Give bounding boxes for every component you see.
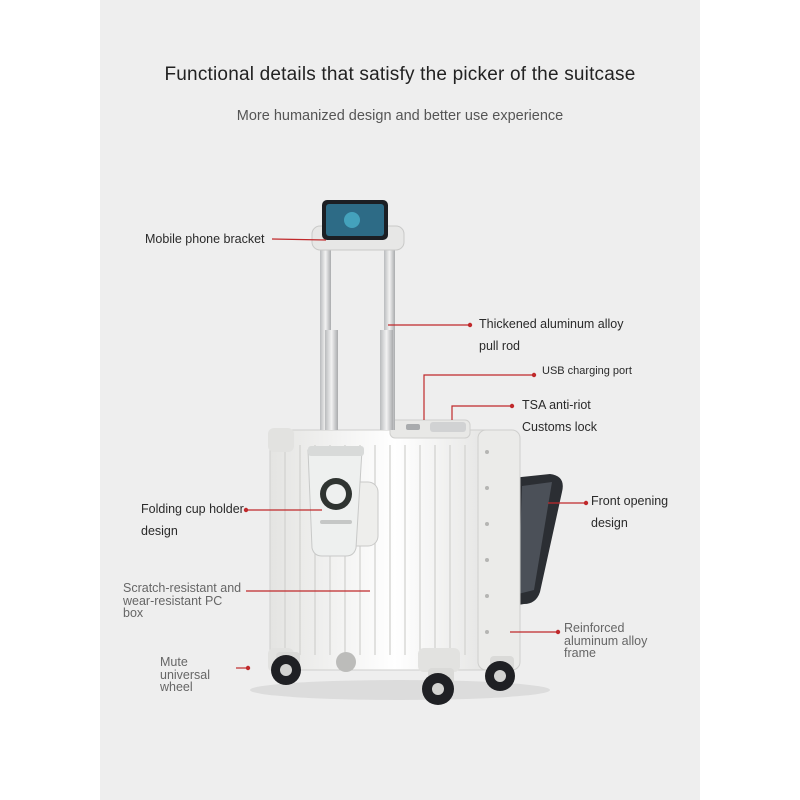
callout-pull-rod: Thickened aluminum alloy pull rod <box>479 317 624 353</box>
usb-port <box>406 424 420 430</box>
callout-usb-port: USB charging port <box>542 365 632 377</box>
callout-phone-bracket: Mobile phone bracket <box>145 232 265 246</box>
aluminum-frame <box>477 429 521 671</box>
page-title: Functional details that satisfy the pick… <box>164 64 636 85</box>
floor-shadow <box>250 680 550 700</box>
callout-cup-holder: Folding cup holder design <box>141 502 244 538</box>
wheel-front-left <box>271 652 301 685</box>
callout-front-opening: Front opening design <box>591 494 669 530</box>
tsa-lock-dial <box>430 422 466 432</box>
callout-wheel: Mute universal wheel <box>160 655 211 694</box>
leader-lines <box>236 238 586 669</box>
callout-frame: Reinforced aluminum alloy frame <box>564 621 648 660</box>
wheel-front-right <box>422 668 454 705</box>
wheel-back-left <box>336 652 356 672</box>
callout-pc-box: Scratch-resistant and wear-resistant PC … <box>123 581 242 620</box>
callout-tsa-lock: TSA anti-riot Customs lock <box>522 398 598 434</box>
wheel-back-right <box>485 656 515 691</box>
page-subtitle: More humanized design and better use exp… <box>236 108 564 124</box>
